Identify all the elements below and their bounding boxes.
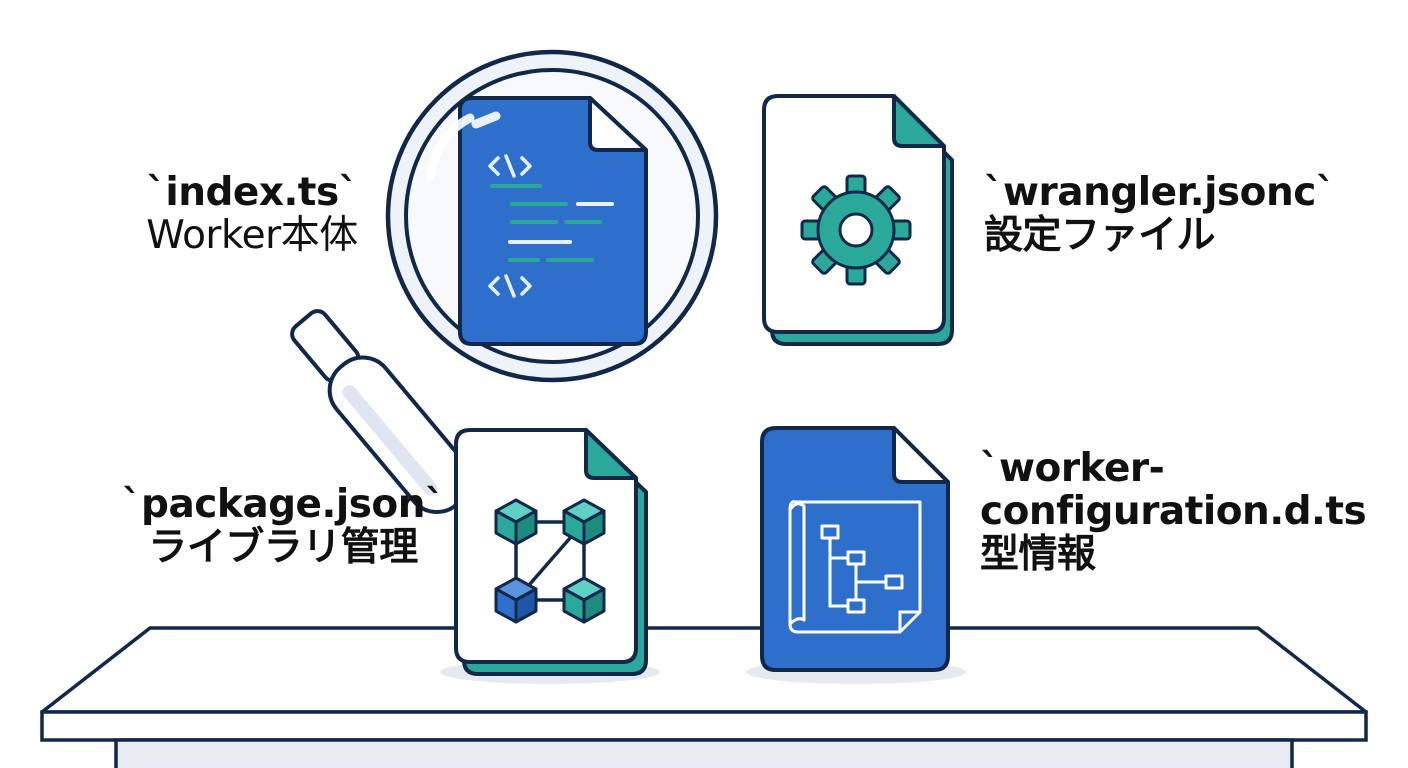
table-edge <box>40 710 1368 742</box>
file-name-worker-config-line2: configuration.d.ts <box>980 488 1367 534</box>
table <box>40 626 1368 768</box>
blueprint-file-icon <box>760 426 950 672</box>
file-desc-worker-config: 型情報 <box>980 531 1096 577</box>
file-desc-index: Worker本体 <box>146 212 358 258</box>
cube-node <box>562 576 606 624</box>
magnifying-glass-icon <box>290 49 719 515</box>
cube-node <box>494 576 538 624</box>
table-top <box>40 626 1368 714</box>
cube-node <box>494 498 538 546</box>
label-package-file: `package.json` ライブラリ管理 <box>118 482 448 570</box>
label-wrangler-file: `wrangler.jsonc` 設定ファイル <box>984 170 1335 258</box>
code-file-icon <box>458 96 648 346</box>
dependency-graph-file-icon <box>454 428 648 676</box>
label-worker-config-file: `worker- configuration.d.ts 型情報 <box>980 446 1367 577</box>
label-index-file: `index.ts` Worker本体 <box>134 170 370 258</box>
cube-node <box>562 498 606 546</box>
table-body <box>114 738 1294 768</box>
file-name-package: `package.json` <box>122 482 444 527</box>
file-desc-wrangler: 設定ファイル <box>984 212 1216 258</box>
file-name-wrangler: `wrangler.jsonc` <box>984 170 1335 215</box>
gear-file-icon <box>762 94 954 346</box>
file-desc-package: ライブラリ管理 <box>148 524 418 570</box>
file-name-index: `index.ts` <box>146 170 358 215</box>
file-name-worker-config-line1: `worker- <box>980 446 1165 491</box>
